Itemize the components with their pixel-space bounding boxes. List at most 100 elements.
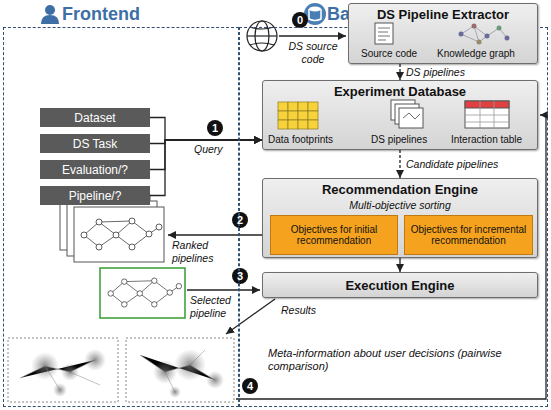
flow-label: Selected pipeline bbox=[190, 294, 236, 319]
selected-pipeline-card bbox=[108, 278, 182, 307]
backend-icon bbox=[309, 9, 321, 21]
node-title: DS Task bbox=[73, 137, 117, 151]
result-panels bbox=[174, 349, 206, 381]
node-title: Experiment Database bbox=[263, 84, 537, 99]
knowledge-graph-icon bbox=[497, 26, 502, 31]
globe-icon bbox=[250, 27, 274, 45]
data-footprints-icon bbox=[278, 102, 318, 129]
node-label: Multi-objective sorting bbox=[263, 199, 537, 211]
result-panels bbox=[53, 383, 67, 397]
pipelines-icon bbox=[403, 113, 420, 119]
node-title: Frontend bbox=[62, 4, 140, 25]
interaction-table-icon bbox=[465, 101, 509, 128]
flow-arrow bbox=[150, 118, 262, 141]
node-title: Recommendation Engine bbox=[263, 182, 537, 197]
database-box: Experiment DatabaseData footprints DS pip… bbox=[262, 80, 538, 150]
ranked-arrow bbox=[168, 234, 262, 235]
node-label: DS pipelines bbox=[371, 134, 427, 145]
flow-label: Ranked pipelines bbox=[172, 239, 234, 264]
node-label: Knowledge graph bbox=[437, 48, 515, 59]
user-icon bbox=[45, 5, 55, 15]
objective-box: Objectives for initial recommendation bbox=[270, 215, 398, 255]
result-panels bbox=[169, 386, 181, 398]
grid-cell bbox=[278, 111, 288, 120]
knowledge-graph-icon bbox=[505, 36, 510, 41]
globe-icon bbox=[247, 21, 277, 51]
flow-arrow bbox=[399, 258, 400, 272]
callout-circles bbox=[207, 120, 223, 136]
node-label: Source code bbox=[361, 48, 417, 59]
result-panels bbox=[20, 350, 215, 392]
grid-cell bbox=[288, 120, 298, 129]
flow-arrow bbox=[150, 140, 262, 196]
source-code-icon bbox=[378, 28, 390, 40]
flow-label: Candidate pipelines bbox=[406, 158, 498, 171]
grid-cell bbox=[308, 120, 318, 129]
grid-cell bbox=[288, 102, 298, 111]
callout-circles bbox=[232, 212, 248, 228]
result-panels bbox=[8, 338, 234, 402]
callout-circles bbox=[242, 378, 258, 394]
pipelines-icon bbox=[391, 100, 423, 128]
node-title: Execution Engine bbox=[345, 278, 454, 293]
objective-box: Objectives for incremental recommendatio… bbox=[404, 215, 533, 255]
result-panels bbox=[140, 350, 215, 392]
node-title: Objectives for initial recommendation bbox=[274, 224, 394, 247]
callout-number: 4 bbox=[241, 379, 259, 393]
process-box: Recommendation EngineMulti-objective sor… bbox=[262, 178, 538, 258]
globe-icon bbox=[247, 35, 277, 36]
selected-arrow bbox=[187, 289, 260, 290]
result-panels bbox=[8, 338, 118, 402]
flow-label: Meta-information about user decisions (p… bbox=[268, 347, 538, 373]
result-panels bbox=[153, 360, 177, 384]
grid-cell bbox=[308, 111, 318, 120]
flow-arrow bbox=[399, 64, 400, 80]
user-icon bbox=[41, 5, 59, 24]
selected-pipeline-card bbox=[100, 268, 185, 318]
process-box: Execution Engine bbox=[262, 272, 538, 298]
frontend-region: FrontendDataset DS TaskEvaluation/? Pipeli… bbox=[3, 3, 239, 407]
ranked-pipeline-cards bbox=[60, 195, 164, 262]
region-frame bbox=[3, 27, 239, 407]
results-arrow bbox=[226, 299, 275, 334]
flow-label: Results bbox=[281, 304, 316, 317]
node-label: Data footprints bbox=[268, 134, 333, 145]
result-panels bbox=[31, 352, 59, 380]
backend-region: Backend DS Pipeline ExtractorSource code… bbox=[239, 3, 548, 407]
source-code-icon bbox=[375, 23, 393, 44]
knowledge-graph-icon bbox=[461, 26, 507, 42]
grid-cell bbox=[298, 111, 308, 120]
callout-number: 3 bbox=[231, 269, 249, 283]
grid-cell bbox=[288, 111, 298, 120]
query-box: Dataset bbox=[40, 108, 150, 127]
query-box: DS Task bbox=[40, 134, 150, 153]
flow-arrow bbox=[150, 140, 262, 170]
node-title: Dataset bbox=[74, 111, 115, 125]
interaction-table-icon bbox=[465, 101, 509, 128]
user-icon bbox=[41, 15, 59, 24]
callout-number: 2 bbox=[231, 213, 249, 227]
interaction-table-icon bbox=[465, 101, 509, 128]
globe-icon bbox=[247, 21, 277, 51]
knowledge-graph-icon bbox=[477, 40, 482, 45]
grid-cell bbox=[278, 120, 288, 129]
query-box: Pipeline/? bbox=[40, 186, 150, 205]
flow-label: DS source code bbox=[281, 40, 345, 65]
grid-cell bbox=[298, 102, 308, 111]
source-arrow bbox=[279, 35, 346, 36]
node-title: DS Pipeline Extractor bbox=[349, 7, 537, 22]
selected-pipeline-card bbox=[100, 268, 185, 318]
backend-icon bbox=[309, 7, 321, 12]
knowledge-graph-icon bbox=[485, 34, 490, 39]
node-label: Interaction table bbox=[451, 134, 522, 145]
process-box: DS Pipeline ExtractorSource code Knowledg… bbox=[348, 3, 538, 64]
result-panels bbox=[61, 363, 79, 381]
result-panels bbox=[126, 338, 234, 402]
knowledge-graph-icon bbox=[459, 24, 510, 45]
callout-circles bbox=[232, 268, 248, 284]
callout-circles bbox=[292, 12, 308, 28]
query-box: Evaluation/? bbox=[40, 160, 150, 179]
flow-label: DS pipelines bbox=[406, 66, 465, 79]
callout-number: 1 bbox=[206, 121, 224, 135]
flow-arrow bbox=[399, 150, 400, 178]
